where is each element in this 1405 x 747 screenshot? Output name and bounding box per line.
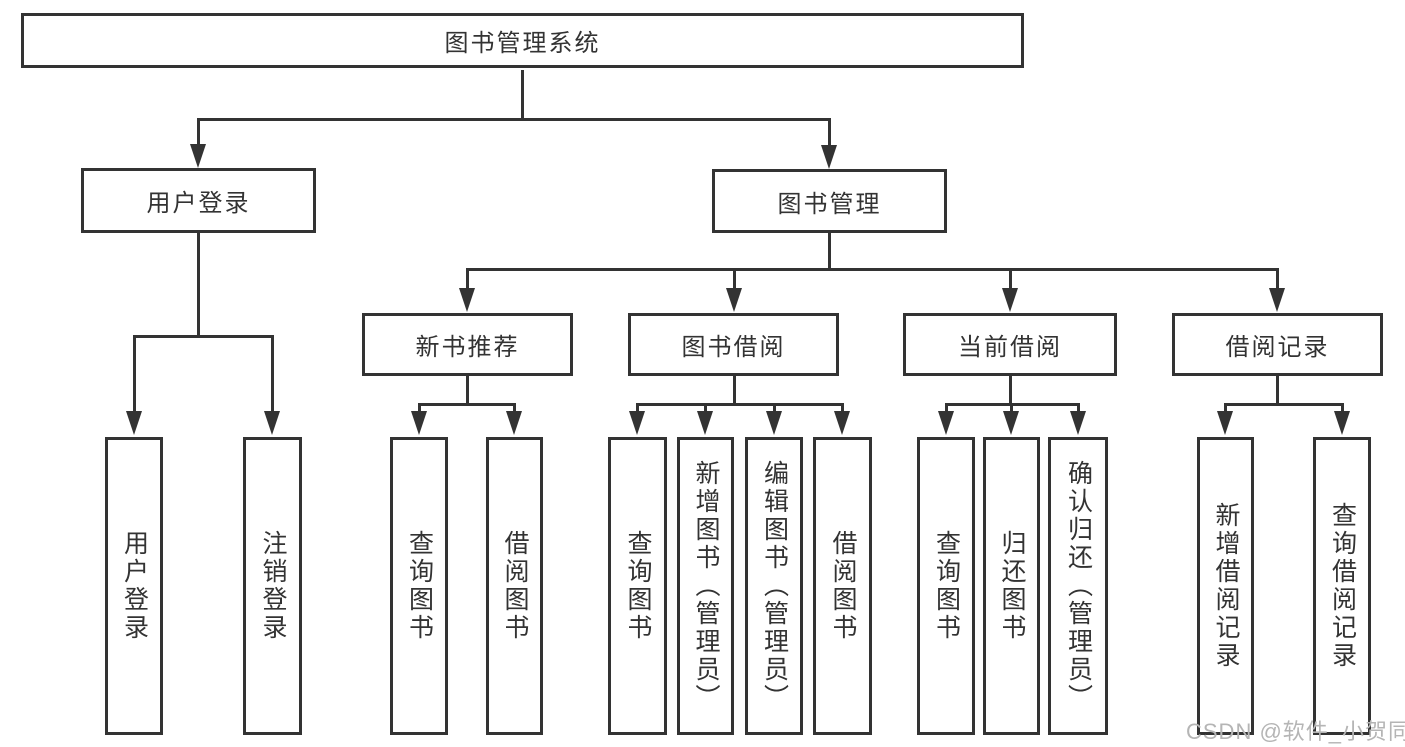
arrow-down-icon bbox=[766, 411, 782, 435]
connector-line bbox=[1275, 269, 1279, 290]
leaf-user-login: 用户登录 bbox=[105, 437, 163, 735]
node-new-book-recommend: 新书推荐 bbox=[362, 313, 573, 376]
leaf-query-borrow-record: 查询借阅记录 bbox=[1313, 437, 1371, 735]
node-user-login: 用户登录 bbox=[81, 168, 316, 233]
connector-line bbox=[827, 119, 831, 147]
connector-line bbox=[827, 233, 831, 269]
leaf-logout-label: 注销登录 bbox=[259, 530, 287, 642]
leaf-user-login-label: 用户登录 bbox=[120, 530, 149, 642]
watermark: CSDN @软件_小贺同学 bbox=[1186, 719, 1405, 744]
arrow-down-icon bbox=[126, 411, 142, 435]
connector-line bbox=[1008, 269, 1012, 290]
node-root-label: 图书管理系统 bbox=[444, 30, 601, 57]
arrow-down-icon bbox=[697, 411, 713, 435]
node-book-borrow-label: 图书借阅 bbox=[681, 334, 786, 361]
leaf-edit-book-admin: 编辑图书（管理员） bbox=[745, 437, 803, 735]
connector-line bbox=[417, 402, 516, 406]
connector-line bbox=[732, 376, 736, 404]
arrow-down-icon bbox=[938, 411, 954, 435]
leaf-query-book-recommend-label: 查询图书 bbox=[405, 530, 434, 642]
arrow-down-icon bbox=[1003, 411, 1019, 435]
arrow-down-icon bbox=[411, 411, 427, 435]
arrow-down-icon bbox=[506, 411, 522, 435]
connector-line bbox=[1008, 376, 1012, 404]
leaf-logout: 注销登录 bbox=[243, 437, 302, 735]
connector-line bbox=[520, 70, 524, 119]
connector-line bbox=[465, 376, 469, 404]
arrow-down-icon bbox=[1334, 411, 1350, 435]
connector-line bbox=[1009, 404, 1013, 412]
connector-line bbox=[512, 404, 516, 412]
leaf-edit-book-admin-label: 编辑图书（管理员） bbox=[760, 460, 789, 712]
connector-line bbox=[270, 336, 274, 412]
connector-line bbox=[635, 404, 639, 412]
connector-line bbox=[132, 336, 136, 412]
connector-line bbox=[1340, 404, 1344, 412]
connector-line bbox=[1223, 402, 1344, 406]
connector-line bbox=[196, 117, 831, 121]
leaf-query-book-borrow-label: 查询图书 bbox=[624, 530, 652, 642]
leaf-add-borrow-record: 新增借阅记录 bbox=[1197, 437, 1254, 735]
node-root: 图书管理系统 bbox=[21, 13, 1024, 68]
connector-line bbox=[732, 269, 736, 290]
arrow-down-icon bbox=[264, 411, 280, 435]
connector-line bbox=[196, 119, 200, 146]
arrow-down-icon bbox=[459, 288, 475, 312]
connector-line bbox=[944, 404, 948, 412]
leaf-return-book: 归还图书 bbox=[983, 437, 1040, 735]
node-borrow-records: 借阅记录 bbox=[1172, 313, 1383, 376]
node-current-borrow-label: 当前借阅 bbox=[958, 334, 1062, 361]
leaf-add-borrow-record-label: 新增借阅记录 bbox=[1212, 502, 1240, 670]
node-book-management-label: 图书管理 bbox=[777, 190, 882, 218]
arrow-down-icon bbox=[190, 144, 206, 168]
connector-line bbox=[465, 267, 1279, 271]
leaf-confirm-return-admin: 确认归还（管理员） bbox=[1048, 437, 1108, 735]
leaf-borrow-book-label: 借阅图书 bbox=[829, 530, 857, 642]
node-current-borrow: 当前借阅 bbox=[903, 313, 1117, 376]
connector-line bbox=[132, 334, 274, 338]
connector-line bbox=[465, 269, 469, 290]
leaf-query-borrow-record-label: 查询借阅记录 bbox=[1328, 502, 1357, 670]
connector-line bbox=[196, 233, 200, 336]
leaf-return-book-label: 归还图书 bbox=[998, 530, 1026, 642]
leaf-query-book-current: 查询图书 bbox=[917, 437, 975, 735]
leaf-add-book-admin: 新增图书（管理员） bbox=[677, 437, 734, 735]
connector-line bbox=[635, 402, 844, 406]
arrow-down-icon bbox=[1269, 288, 1285, 312]
connector-line bbox=[1275, 376, 1279, 404]
connector-line bbox=[417, 404, 421, 412]
leaf-query-book-recommend: 查询图书 bbox=[390, 437, 448, 735]
arrow-down-icon bbox=[1070, 411, 1086, 435]
arrow-down-icon bbox=[834, 411, 850, 435]
leaf-borrow-book: 借阅图书 bbox=[813, 437, 872, 735]
leaf-query-book-current-label: 查询图书 bbox=[932, 530, 961, 642]
leaf-confirm-return-admin-label: 确认归还（管理员） bbox=[1064, 460, 1093, 712]
connector-line bbox=[703, 404, 707, 412]
connector-line bbox=[772, 404, 776, 412]
node-borrow-records-label: 借阅记录 bbox=[1225, 334, 1330, 361]
connector-line bbox=[1076, 404, 1080, 412]
leaf-borrow-book-recommend-label: 借阅图书 bbox=[501, 530, 529, 642]
node-book-borrow: 图书借阅 bbox=[628, 313, 839, 376]
leaf-borrow-book-recommend: 借阅图书 bbox=[486, 437, 543, 735]
node-book-management: 图书管理 bbox=[712, 169, 947, 233]
connector-line bbox=[840, 404, 844, 412]
node-new-book-recommend-label: 新书推荐 bbox=[415, 334, 520, 361]
connector-line bbox=[1223, 404, 1227, 412]
arrow-down-icon bbox=[1002, 288, 1018, 312]
leaf-query-book-borrow: 查询图书 bbox=[608, 437, 667, 735]
arrow-down-icon bbox=[629, 411, 645, 435]
node-user-login-label: 用户登录 bbox=[146, 190, 251, 217]
arrow-down-icon bbox=[821, 145, 837, 169]
leaf-add-book-admin-label: 新增图书（管理员） bbox=[692, 460, 720, 712]
arrow-down-icon bbox=[1217, 411, 1233, 435]
arrow-down-icon bbox=[726, 288, 742, 312]
